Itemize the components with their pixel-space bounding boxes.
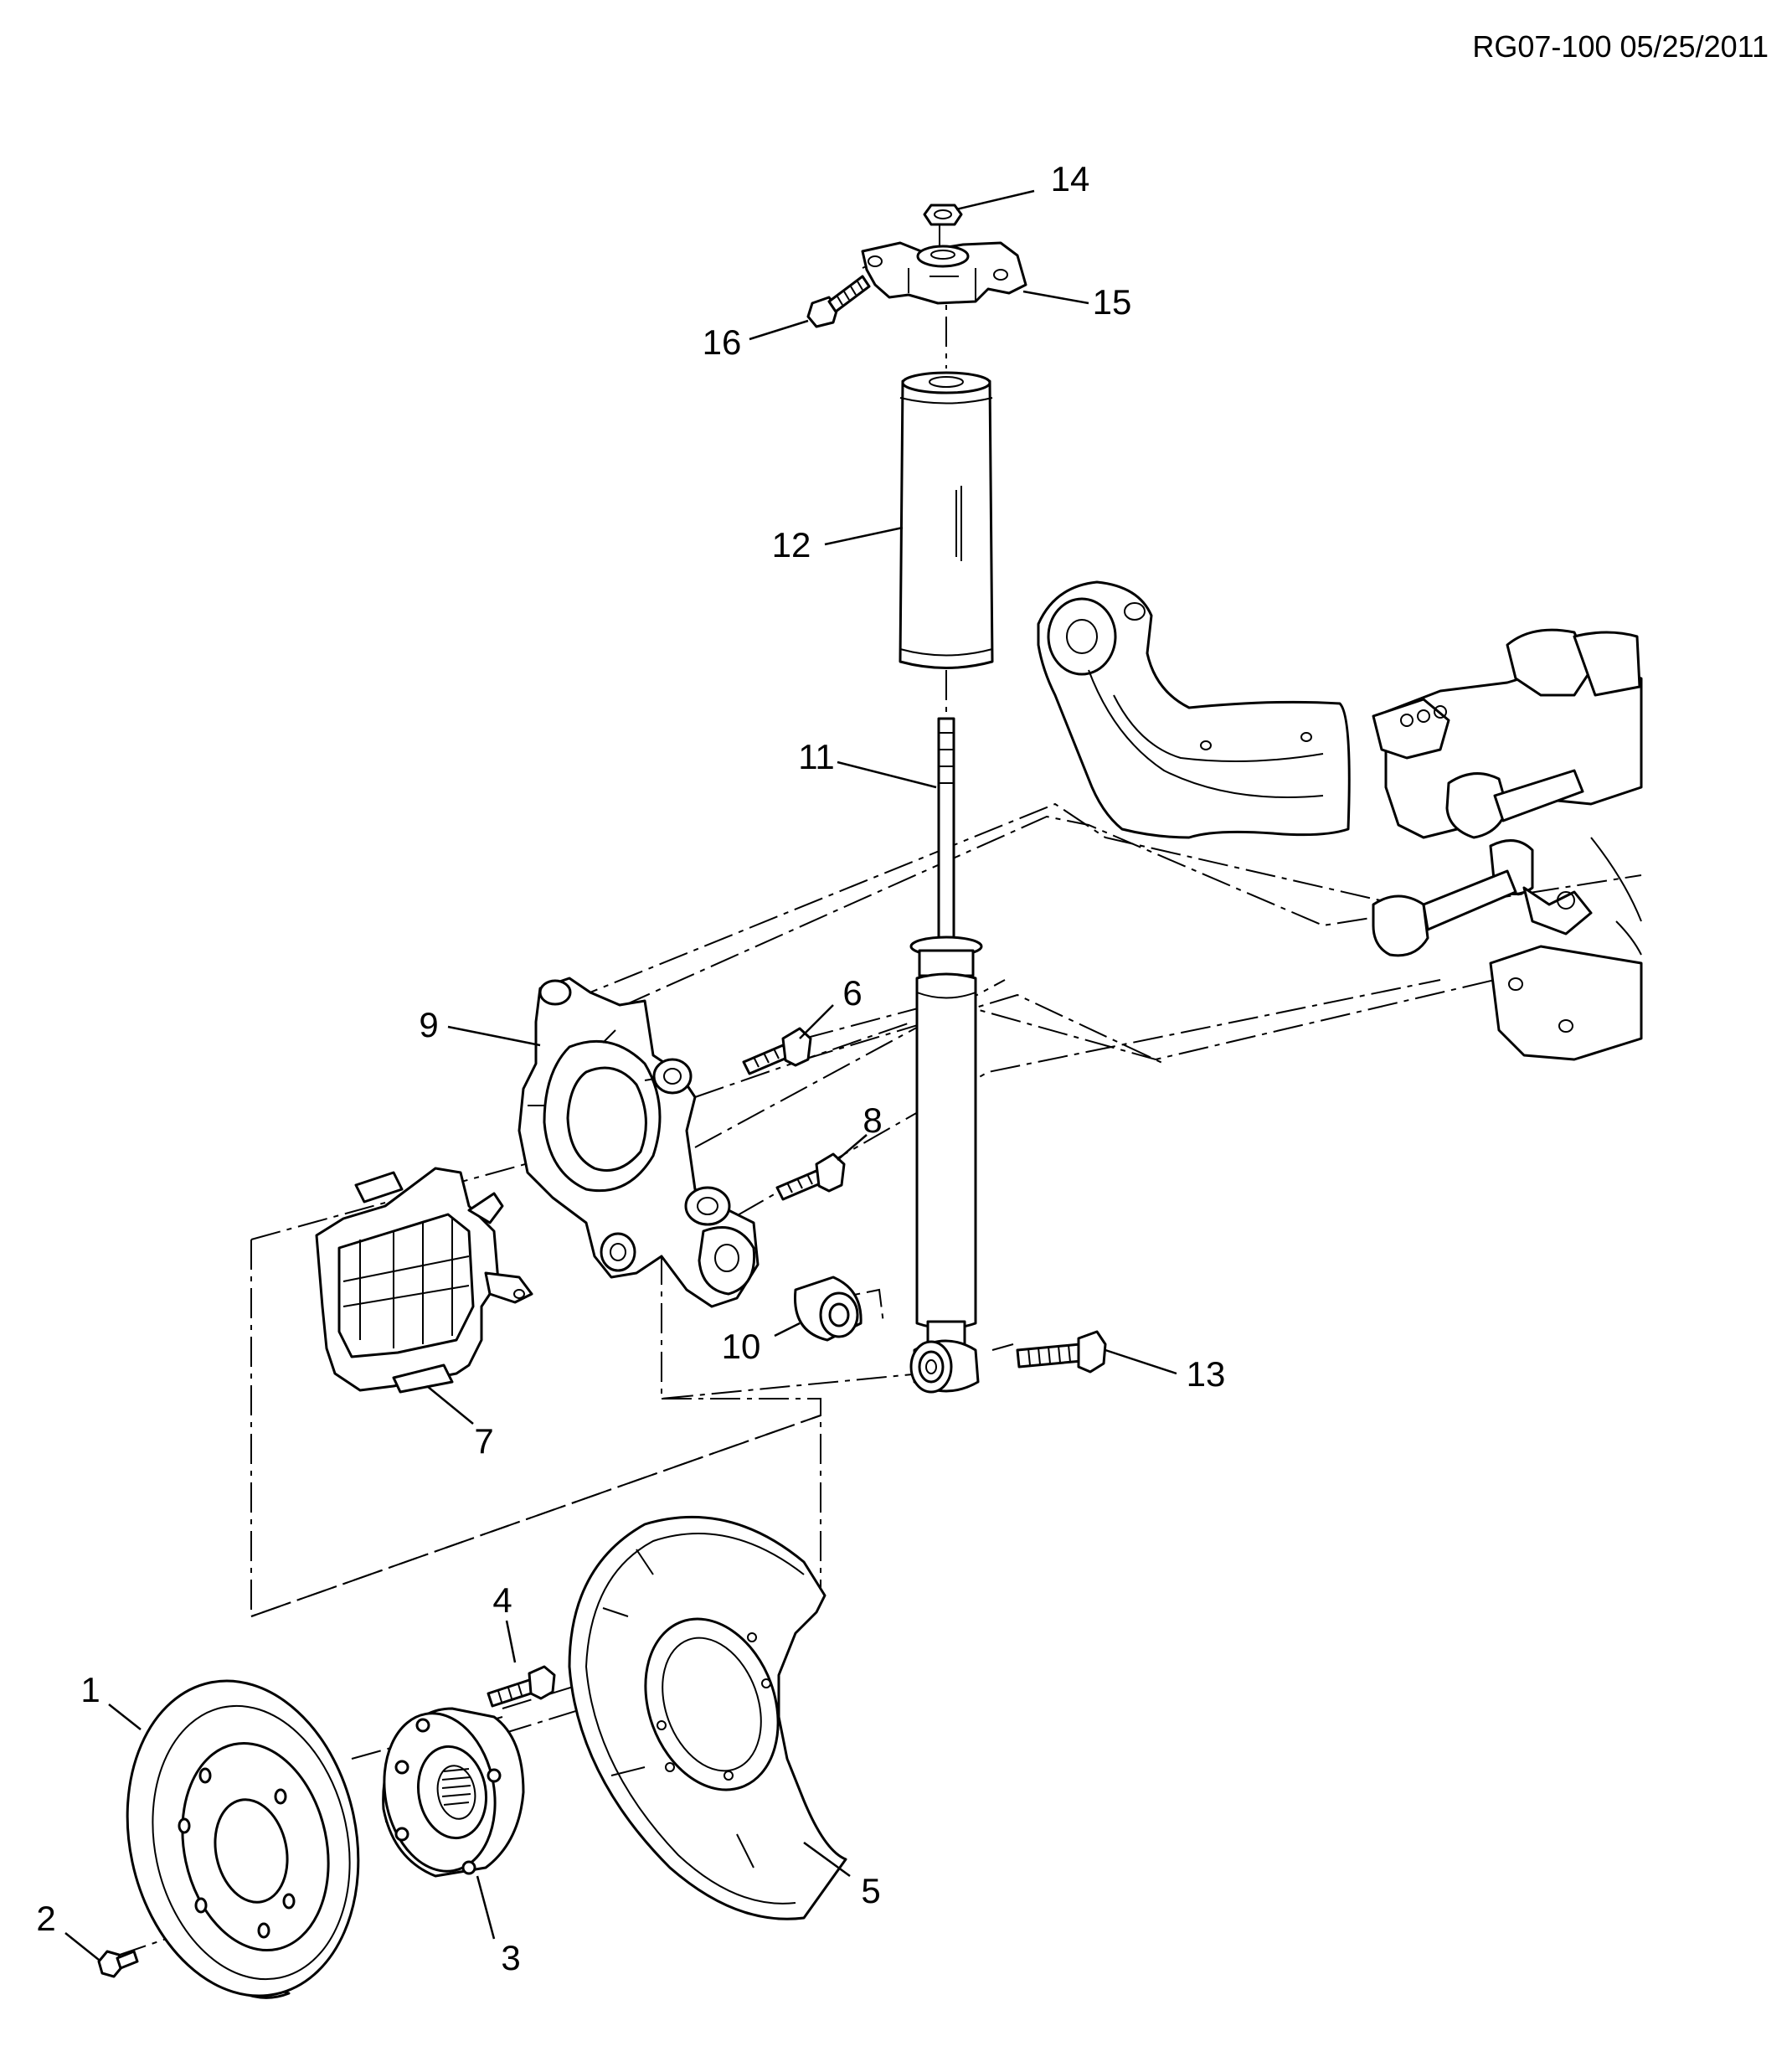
callout-9: 9 bbox=[419, 1005, 438, 1044]
callout-1: 1 bbox=[80, 1670, 100, 1709]
callout-14: 14 bbox=[1051, 159, 1090, 198]
callout-8: 8 bbox=[863, 1101, 882, 1140]
leader-lines bbox=[64, 189, 1177, 1961]
callout-labels: 1 2 3 4 5 6 7 8 9 10 11 12 13 14 15 16 bbox=[36, 159, 1225, 1977]
wheel-stud bbox=[487, 1665, 556, 1708]
callout-6: 6 bbox=[842, 973, 862, 1013]
shock-dust-shield bbox=[899, 371, 994, 669]
callout-7: 7 bbox=[474, 1421, 493, 1461]
brake-rotor bbox=[126, 1679, 360, 1999]
callout-4: 4 bbox=[492, 1580, 512, 1620]
upper-mount-bracket bbox=[861, 241, 1027, 305]
brake-backing-plate bbox=[568, 1515, 847, 1920]
upper-mount-nut bbox=[923, 204, 963, 226]
knuckle-lower-bolt bbox=[775, 1152, 846, 1201]
knuckle-upper-bolt bbox=[742, 1027, 812, 1075]
knuckle-bushing bbox=[793, 1276, 863, 1342]
upper-mount-bolt bbox=[806, 275, 871, 328]
callout-11: 11 bbox=[798, 737, 835, 776]
steering-knuckle bbox=[518, 977, 760, 1308]
callout-16: 16 bbox=[703, 322, 742, 362]
shock-absorber bbox=[909, 717, 983, 1394]
assembly-guide-lines bbox=[116, 224, 1642, 1956]
rotor-retaining-screw bbox=[97, 1950, 139, 1978]
background-suspension-assembly bbox=[1037, 580, 1643, 1061]
callout-3: 3 bbox=[501, 1938, 520, 1977]
hub-and-bearing bbox=[382, 1707, 525, 1878]
callout-5: 5 bbox=[861, 1871, 880, 1910]
callout-10: 10 bbox=[722, 1327, 761, 1366]
callout-13: 13 bbox=[1187, 1354, 1226, 1394]
callout-12: 12 bbox=[772, 525, 811, 564]
brake-caliper bbox=[315, 1167, 533, 1394]
shock-lower-bolt bbox=[1016, 1330, 1107, 1374]
diagram-code: RG07-100 05/25/2011 bbox=[1472, 29, 1769, 64]
callout-2: 2 bbox=[36, 1899, 55, 1938]
callout-15: 15 bbox=[1093, 282, 1132, 322]
